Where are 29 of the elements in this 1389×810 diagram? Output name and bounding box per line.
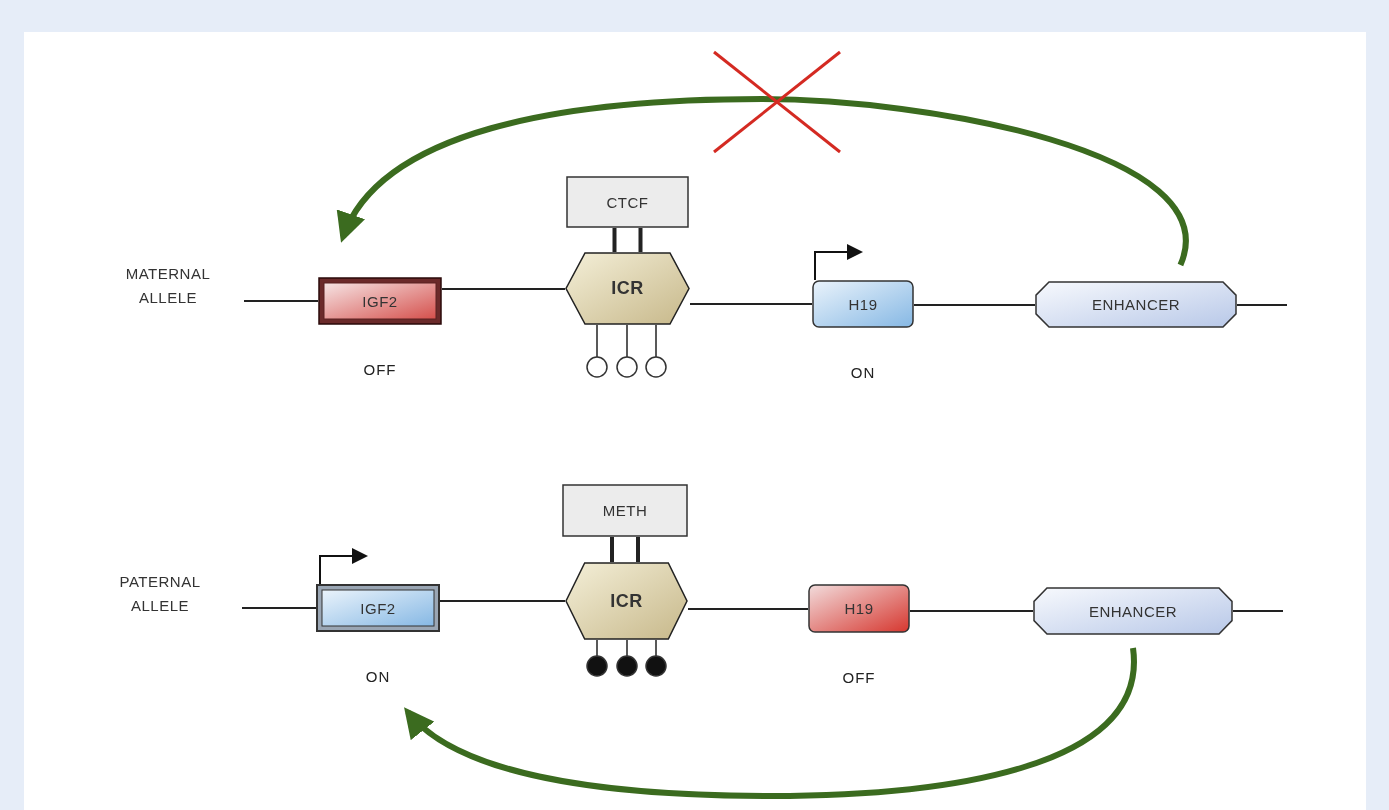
gene-box: H19 [808,584,910,633]
dna-strand [909,610,1034,612]
status-label: ON [849,364,877,381]
protein-box: METH [562,484,688,537]
allele-label: PATERNAL ALLELE [118,572,202,616]
dna-strand [689,303,813,305]
binding-connector [610,535,640,564]
allele-label: MATERNAL ALLELE [124,264,212,308]
gene-box: IGF2 [318,277,442,325]
dna-strand [243,300,319,302]
icr-hexagon: ICR [565,562,688,640]
gene-box: IGF2 [316,584,440,632]
activation-arrow [403,647,1136,799]
dna-strand [439,600,566,602]
enhancer-box: ENHANCER [1033,587,1233,635]
dna-strand [913,304,1036,306]
icr-hexagon: ICR [565,252,690,325]
dna-strand [1236,304,1288,306]
dna-strand [241,607,317,609]
enhancer-box: ENHANCER [1035,281,1237,328]
status-label: ON [364,668,392,685]
binding-connector [612,226,643,254]
status-label: OFF [362,361,398,378]
status-label: OFF [841,669,877,686]
dna-strand [1232,610,1284,612]
protein-box: CTCF [566,176,689,228]
dna-strand [441,288,566,290]
dna-strand [687,608,809,610]
gene-box: H19 [812,280,914,328]
